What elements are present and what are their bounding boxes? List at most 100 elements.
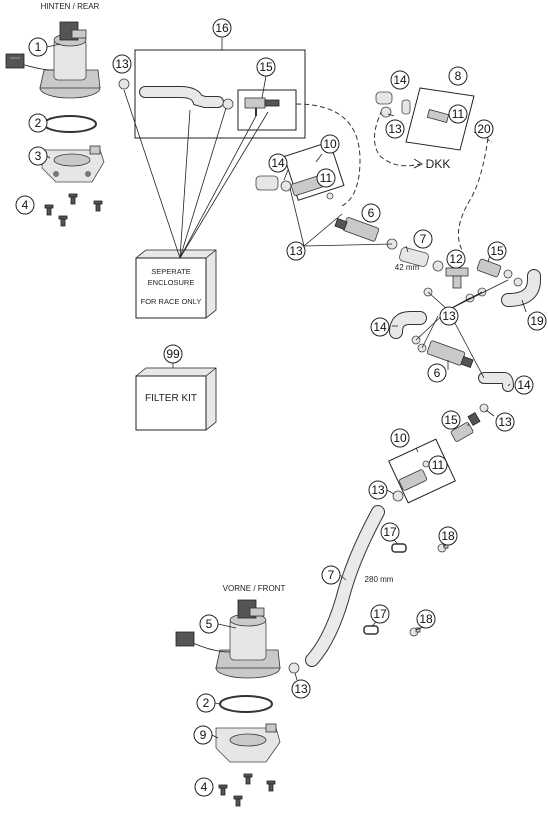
callout-99: 99	[163, 344, 183, 364]
callout-16: 16	[212, 18, 232, 38]
callout-14-mid: 14	[268, 153, 288, 173]
hose-14-top-right	[375, 91, 411, 118]
callout-14-lower: 14	[514, 375, 534, 395]
callout-13-lower: 13	[495, 412, 515, 432]
leader-lines-front	[172, 363, 447, 739]
front-label: VORNE / FRONT	[223, 584, 286, 593]
elbow-14-left	[389, 311, 427, 345]
front-seal-ring	[219, 695, 273, 713]
svg-text:20: 20	[477, 122, 491, 136]
svg-text:3: 3	[35, 149, 42, 163]
callout-13-filter: 13	[368, 480, 388, 500]
svg-text:14: 14	[393, 73, 407, 87]
clip-17-upper	[391, 543, 407, 553]
callout-13-kit: 13	[112, 54, 132, 74]
hose-280mm	[305, 505, 385, 667]
svg-text:8: 8	[455, 69, 462, 83]
svg-text:4: 4	[22, 198, 29, 212]
dashed-route-kit	[295, 103, 361, 207]
svg-text:7: 7	[420, 232, 427, 246]
svg-text:11: 11	[320, 171, 333, 185]
callout-7-lower: 7	[321, 565, 341, 585]
leader-lines	[43, 38, 527, 495]
rear-pump-bracket	[41, 145, 105, 183]
hose-piece-14-upper	[255, 175, 292, 192]
svg-text:12: 12	[449, 252, 463, 266]
svg-text:6: 6	[434, 366, 441, 380]
callout-19: 19	[527, 311, 547, 331]
callout-13-front: 13	[291, 679, 311, 699]
callout-11-mid: 11	[316, 168, 336, 188]
callout-13-top: 13	[385, 119, 405, 139]
enclosure-leaders	[123, 89, 269, 259]
rear-fuel-pump	[5, 21, 101, 99]
connector-15-right	[476, 258, 513, 279]
callout-2-front: 2	[196, 693, 216, 713]
dashed-route-dkk	[374, 109, 421, 167]
svg-text:9: 9	[200, 728, 207, 742]
filter-kit-text: FILTER KIT	[145, 393, 197, 404]
callout-20: 20	[474, 119, 494, 139]
svg-text:13: 13	[289, 244, 303, 258]
front-clamp-13	[288, 662, 300, 674]
svg-text:99: 99	[166, 347, 180, 361]
svg-text:18: 18	[419, 612, 433, 626]
svg-text:2: 2	[203, 696, 210, 710]
svg-text:4: 4	[201, 780, 208, 794]
elbow-14-lower	[478, 372, 514, 392]
front-pump-bracket	[215, 723, 281, 763]
t-piece-12	[445, 267, 469, 289]
svg-text:15: 15	[259, 60, 273, 74]
svg-text:13: 13	[294, 682, 308, 696]
dashed-route-20	[457, 137, 489, 251]
callout-18-upper: 18	[438, 526, 458, 546]
kit-8-panel	[405, 87, 475, 151]
callout-6-upper: 6	[361, 203, 381, 223]
svg-text:2: 2	[35, 116, 42, 130]
quick-coupling-6-lower	[417, 340, 474, 368]
callout-2-rear: 2	[28, 113, 48, 133]
length-280mm: 280 mm	[365, 575, 394, 584]
callout-9: 9	[193, 725, 213, 745]
callout-4-rear: 4	[15, 195, 35, 215]
svg-text:15: 15	[444, 413, 458, 427]
svg-text:13: 13	[371, 483, 385, 497]
callout-17-lower: 17	[370, 604, 390, 624]
svg-text:17: 17	[383, 525, 397, 539]
callout-11-top: 11	[448, 104, 468, 124]
callout-15-lower: 15	[441, 410, 461, 430]
callout-15-right: 15	[487, 241, 507, 261]
callout-1: 1	[28, 37, 48, 57]
callout-13-cluster: 13	[439, 306, 459, 326]
elbow-19	[501, 269, 541, 307]
svg-text:14: 14	[373, 320, 387, 334]
filter-kit-box: FILTER KIT	[135, 367, 217, 431]
svg-text:14: 14	[271, 156, 285, 170]
callout-3: 3	[28, 146, 48, 166]
fuel-filter-lower	[388, 438, 456, 504]
callout-14-top: 14	[390, 70, 410, 90]
callout-7-upper: 7	[413, 229, 433, 249]
callout-8: 8	[448, 66, 468, 86]
svg-text:13: 13	[498, 415, 512, 429]
svg-text:17: 17	[373, 607, 387, 621]
front-screws	[218, 773, 276, 807]
separate-enclosure-box: SEPERATE ENCLOSURE FOR RACE ONLY	[135, 249, 217, 319]
svg-text:1: 1	[35, 40, 42, 54]
callout-18-lower: 18	[416, 609, 436, 629]
callout-6-lower: 6	[427, 363, 447, 383]
svg-text:10: 10	[393, 431, 407, 445]
rear-screws	[44, 193, 103, 227]
enclosure-text-3: FOR RACE ONLY	[141, 297, 202, 306]
svg-text:19: 19	[530, 314, 544, 328]
rear-seal-ring	[43, 115, 97, 133]
kit-16-clamp	[118, 78, 130, 90]
svg-text:5: 5	[206, 617, 213, 631]
svg-text:14: 14	[517, 378, 531, 392]
kit-16-connector	[244, 97, 280, 116]
svg-text:11: 11	[452, 107, 465, 121]
svg-text:10: 10	[323, 137, 337, 151]
svg-text:7: 7	[328, 568, 335, 582]
callout-5: 5	[199, 614, 219, 634]
